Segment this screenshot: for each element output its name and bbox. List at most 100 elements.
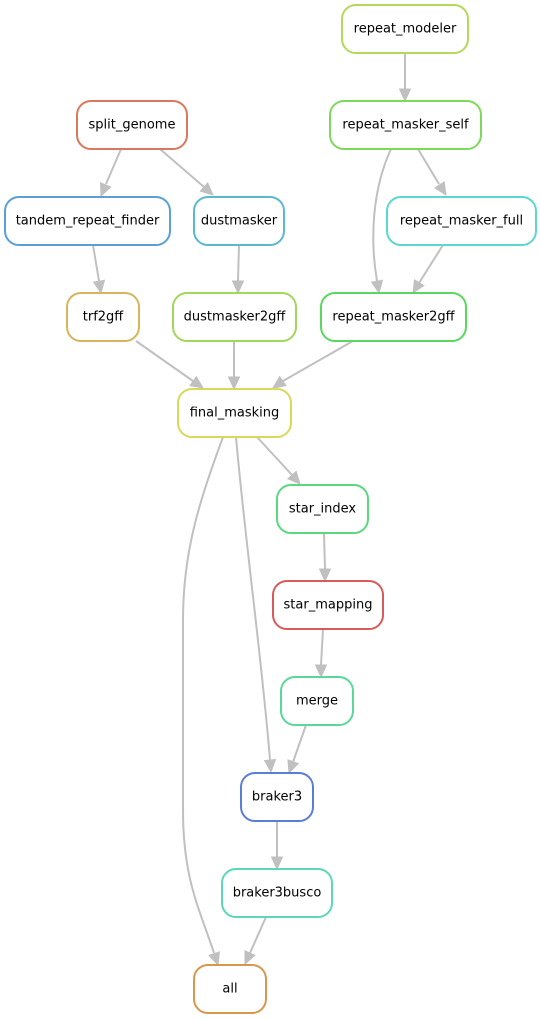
edge-repeat_masker_self-to-repeat_masker_full (417, 148, 447, 197)
edge-star_mapping-to-merge (314, 628, 328, 679)
arrowhead-icon (412, 279, 425, 295)
edge-dustmasker-to-dustmasker2gff (231, 244, 245, 295)
node-label: final_masking (190, 406, 280, 421)
edge-line (237, 244, 240, 282)
edge-braker3-to-braker3busco (270, 821, 284, 871)
node-repeat-masker2gff[interactable]: repeat_masker2gff (320, 292, 467, 342)
nodes-layer: repeat_modeler split_genome repeat_masker_… (4, 4, 537, 1014)
node-repeat-modeler[interactable]: repeat_modeler (341, 4, 469, 54)
edge-final_masking-to-braker3 (235, 436, 277, 774)
node-merge[interactable]: merge (280, 676, 354, 726)
arrowhead-icon (199, 182, 214, 196)
arrowhead-icon (370, 279, 384, 295)
edge-repeat_masker2gff-to-final_masking (272, 340, 354, 389)
node-label: merge (296, 694, 338, 709)
edge-final_masking-to-all (182, 436, 224, 967)
edge-repeat_masker_full-to-repeat_masker2gff (412, 244, 444, 295)
edges-layer (92, 53, 447, 967)
edge-line (320, 628, 324, 666)
node-star-mapping[interactable]: star_mapping (272, 580, 384, 630)
arrowhead-icon (318, 568, 332, 583)
node-trf2gff[interactable]: trf2gff (66, 292, 140, 342)
node-label: braker3busco (233, 886, 322, 901)
arrowhead-icon (287, 759, 300, 775)
node-braker3[interactable]: braker3 (240, 772, 314, 822)
arrowhead-icon (244, 950, 256, 966)
node-dustmasker2gff[interactable]: dustmasker2gff (172, 292, 297, 342)
arrowhead-icon (100, 182, 112, 198)
edge-line (159, 148, 205, 188)
node-all[interactable]: all (193, 964, 267, 1014)
node-star-index[interactable]: star_index (276, 484, 369, 534)
node-label: repeat_masker2gff (332, 310, 455, 325)
edge-final_masking-to-star_index (256, 436, 301, 485)
node-label: repeat_masker_self (342, 118, 469, 133)
node-box (341, 4, 469, 54)
node-label: tandem_repeat_finder (16, 214, 160, 229)
arrowhead-icon (231, 280, 245, 295)
node-box (193, 196, 285, 246)
edge-dustmasker2gff-to-final_masking (227, 341, 241, 391)
edge-trf2gff-to-final_masking (135, 340, 204, 389)
edge-tandem_repeat_finder-to-trf2gff (92, 244, 106, 295)
node-label: dustmasker2gff (184, 310, 287, 325)
edge-merge-to-braker3 (287, 724, 307, 775)
arrowhead-icon (189, 375, 204, 389)
arrowhead-icon (433, 181, 447, 197)
edge-braker3busco-to-all (244, 916, 267, 966)
edge-line (105, 148, 122, 185)
node-label: star_index (289, 502, 357, 517)
node-repeat-masker-self[interactable]: repeat_masker_self (329, 100, 482, 150)
node-braker3busco[interactable]: braker3busco (221, 868, 333, 918)
node-box (4, 196, 171, 246)
edge-line (135, 340, 194, 382)
arrowhead-icon (270, 856, 284, 871)
node-split-genome[interactable]: split_genome (76, 100, 188, 150)
edge-line (323, 532, 326, 570)
edge-star_index-to-star_mapping (318, 532, 332, 583)
node-label: repeat_modeler (354, 22, 457, 37)
node-label: all (222, 982, 237, 997)
edge-line (417, 148, 440, 185)
node-box (320, 292, 467, 342)
edge-line (282, 340, 354, 382)
edge-split_genome-to-tandem_repeat_finder (100, 148, 122, 198)
node-box (276, 484, 369, 534)
arrowhead-icon (263, 759, 277, 774)
node-label: split_genome (89, 118, 176, 133)
node-box (193, 964, 267, 1014)
node-repeat-masker-full[interactable]: repeat_masker_full (386, 196, 537, 246)
edge-repeat_modeler-to-repeat_masker_self (398, 53, 412, 103)
node-box (177, 388, 292, 438)
node-tandem-repeat-finder[interactable]: tandem_repeat_finder (4, 196, 171, 246)
node-box (329, 100, 482, 150)
node-box (280, 676, 354, 726)
edge-line (235, 436, 271, 761)
node-label: dustmasker (201, 214, 278, 229)
node-label: star_mapping (284, 598, 373, 613)
node-box (240, 772, 314, 822)
node-final-masking[interactable]: final_masking (177, 388, 292, 438)
node-box (172, 292, 297, 342)
arrowhead-icon (208, 951, 221, 967)
arrowhead-icon (287, 470, 301, 485)
edge-line (92, 244, 100, 282)
node-box (272, 580, 384, 630)
arrowhead-icon (314, 664, 328, 679)
arrowhead-icon (272, 375, 287, 389)
edge-line (418, 244, 444, 284)
node-box (76, 100, 188, 150)
node-box (386, 196, 537, 246)
edge-repeat_masker_self-to-repeat_masker2gff (370, 148, 392, 295)
arrowhead-icon (227, 376, 241, 391)
edge-line (249, 916, 267, 954)
node-box (66, 292, 140, 342)
node-dustmasker[interactable]: dustmasker (193, 196, 285, 246)
arrowhead-icon (398, 88, 412, 103)
node-label: trf2gff (83, 310, 125, 325)
node-label: repeat_masker_full (400, 214, 523, 229)
edge-line (292, 724, 307, 763)
edge-line (372, 148, 392, 282)
node-label: braker3 (252, 790, 302, 805)
